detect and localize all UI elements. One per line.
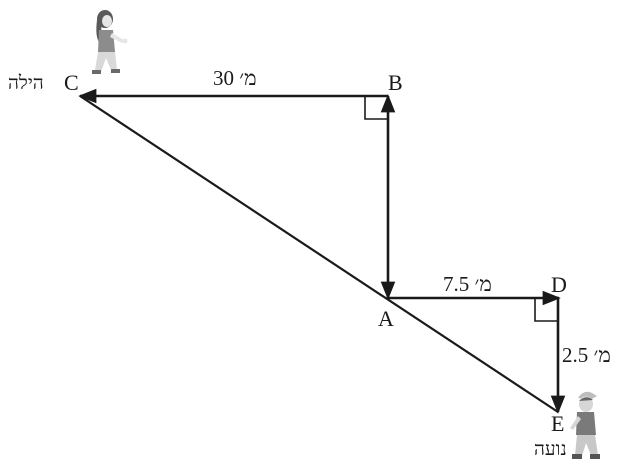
noa-figure-icon — [570, 391, 600, 459]
measure-label-de: 2.5 מ׳ — [562, 343, 611, 367]
person-label-hila: הילה — [8, 73, 44, 94]
point-label-c: C — [64, 70, 79, 95]
measure-label-ad: 7.5 מ׳ — [443, 272, 492, 296]
right-angle-mark-b — [364, 96, 388, 120]
point-label-a: A — [378, 306, 394, 331]
right-angle-mark-d — [534, 298, 558, 322]
point-label-d: D — [551, 272, 567, 297]
measure-label-cb: 30 מ׳ — [213, 66, 257, 90]
point-label-e: E — [551, 411, 565, 436]
point-label-b: B — [388, 70, 403, 95]
segment-ce — [79, 95, 559, 413]
hila-figure-icon — [92, 10, 128, 74]
person-label-noa: נועה — [534, 439, 567, 460]
